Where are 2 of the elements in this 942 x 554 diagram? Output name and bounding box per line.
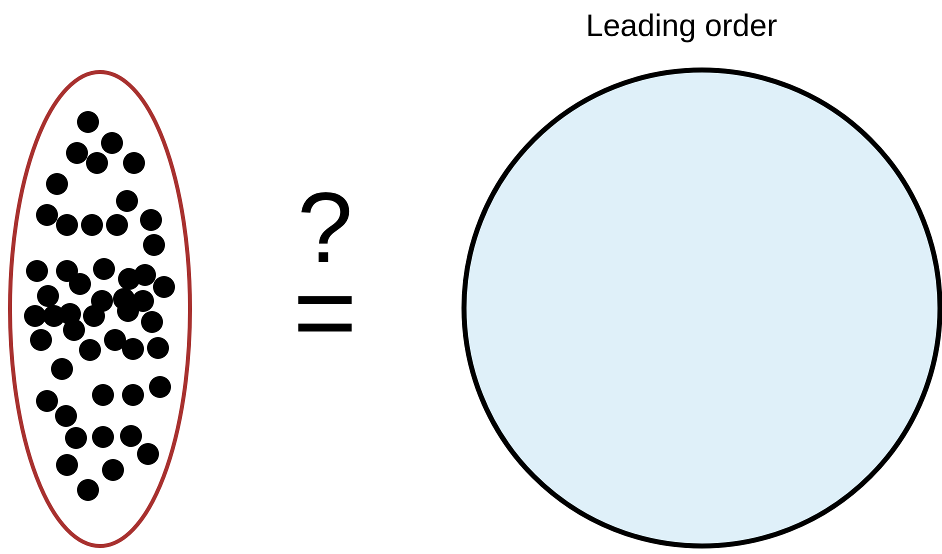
circle-heading: Leading order: [584, 10, 778, 41]
dotted-ellipse-drawing: [8, 70, 192, 548]
